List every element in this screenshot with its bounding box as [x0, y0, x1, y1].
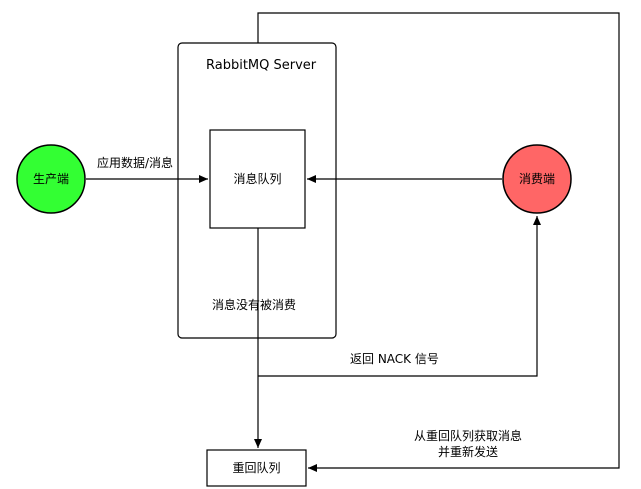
nack-return-arrow [258, 216, 541, 377]
producer-node [16, 144, 86, 214]
resend-loop-arrow [257, 12, 620, 472]
consumer-label: 消费端 [518, 172, 555, 186]
nack-return-label: 返回 NACK 信号 [350, 352, 439, 366]
retry-queue-label: 重回队列 [232, 461, 281, 475]
resend-label-line2: 并重新发送 [437, 445, 498, 459]
producer-to-queue-label: 应用数据/消息 [97, 156, 174, 170]
message-queue-label: 消息队列 [233, 172, 282, 186]
message-queue-box [209, 129, 306, 229]
consumer-node [502, 144, 572, 214]
server-title: RabbitMQ Server [206, 58, 317, 73]
not-consumed-label: 消息没有被消费 [212, 298, 297, 312]
resend-label-line1: 从重回队列获取消息 [413, 429, 522, 443]
producer-label: 生产端 [32, 172, 69, 186]
retry-queue-box [206, 449, 307, 487]
